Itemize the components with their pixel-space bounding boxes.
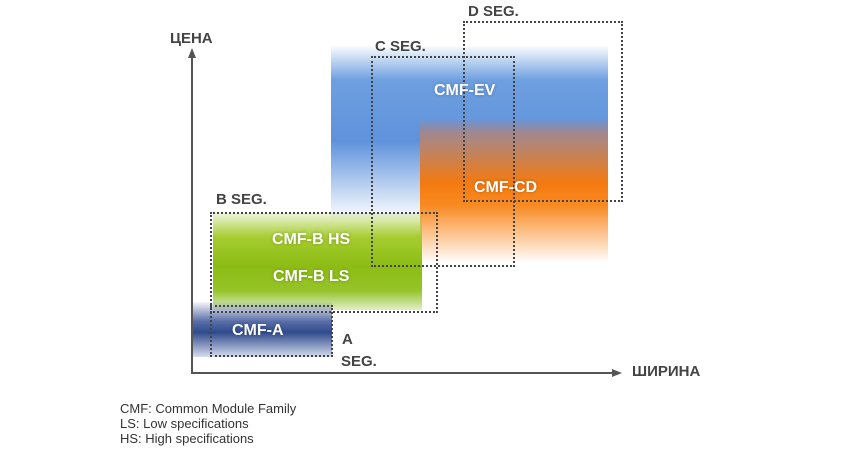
d-segment-label: D SEG.: [468, 3, 519, 20]
a-segment-label-line2: SEG.: [341, 353, 377, 370]
cmf-b-hs-label: CMF-B HS: [272, 231, 351, 248]
c-segment-label: C SEG.: [375, 38, 426, 55]
b-segment-label: B SEG.: [216, 191, 267, 208]
cmf-b-region: [213, 213, 422, 310]
x-axis-label: ШИРИНА: [632, 363, 701, 380]
cmf-a-label: CMF-A: [232, 322, 284, 339]
a-segment-box: [210, 305, 333, 357]
y-axis-label: ЦЕНА: [170, 30, 213, 47]
cmf-ev-label: CMF-EV: [434, 82, 496, 99]
x-axis-arrow-icon: [612, 369, 622, 377]
legend: CMF: Common Module Family LS: Low specif…: [120, 401, 296, 446]
legend-item: HS: High specifications: [120, 431, 254, 446]
d-segment-box: [463, 21, 623, 202]
legend-item: CMF: Common Module Family: [120, 401, 297, 416]
b-segment-box: [210, 212, 438, 313]
c-segment-box: [371, 56, 515, 267]
cmf-cd-label: CMF-CD: [474, 179, 538, 196]
a-segment-label-line1: A: [342, 331, 353, 348]
y-axis-arrow-icon: [188, 48, 196, 58]
cmf-b-ls-label: CMF-B LS: [273, 268, 350, 285]
legend-item: LS: Low specifications: [120, 416, 249, 431]
